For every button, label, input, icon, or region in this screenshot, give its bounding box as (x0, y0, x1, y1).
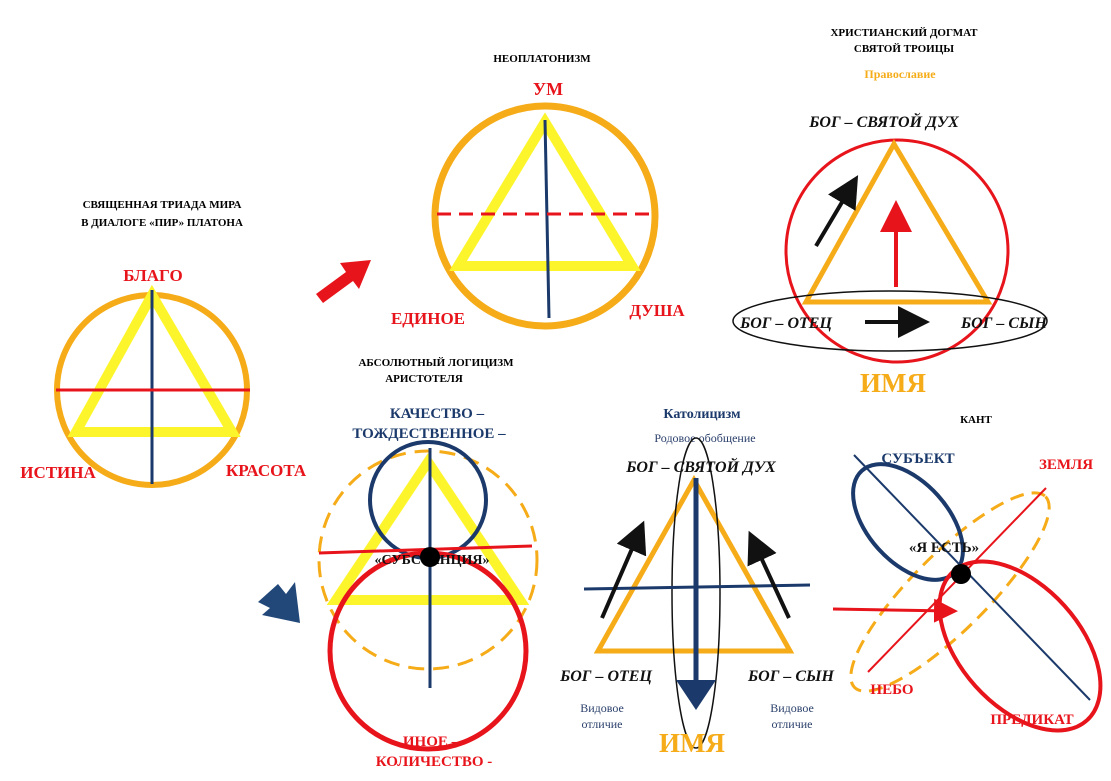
kant-center-dot (951, 564, 971, 584)
aristotle-title-line2: АРИСТОТЕЛЯ (385, 373, 463, 385)
catholic-right-specific-2: отличие (772, 717, 813, 731)
plato-label-beauty: КРАСОТА (226, 461, 307, 480)
catholic-label-father: БОГ – ОТЕЦ (559, 668, 652, 685)
aristotle-center-dot (420, 547, 440, 567)
plato-title-line1: СВЯЩЕННАЯ ТРИАДА МИРА (83, 199, 242, 211)
plato-label-good: БЛАГО (123, 266, 182, 285)
orthodox-black-diagonal-arrow (814, 175, 859, 248)
catholic-left-specific-2: отличие (582, 717, 623, 731)
plato-label-truth: ИСТИНА (20, 463, 96, 482)
aristotle-triangle (326, 452, 530, 605)
kant-label-predicate: ПРЕДИКАТ (990, 712, 1073, 728)
catholic-subtitle: Родовое обобщение (654, 431, 755, 445)
neoplatonism-circle (431, 102, 659, 330)
neoplatonism-label-soul: ДУША (629, 301, 685, 320)
aristotle-label-other: ИНОЕ – (403, 734, 460, 750)
catholic-right-arrow (747, 530, 791, 619)
kant-label-i-am: «Я ЕСТЬ» (909, 540, 979, 556)
plato-diagram: СВЯЩЕННАЯ ТРИАДА МИРА В ДИАЛОГЕ «ПИР» ПЛ… (20, 199, 307, 488)
catholic-label-name: ИМЯ (659, 728, 725, 758)
aristotle-red-circle (327, 550, 529, 752)
orthodox-label-son: БОГ – СЫН (960, 315, 1048, 332)
orthodox-label-holy-spirit: БОГ – СВЯТОЙ ДУХ (808, 112, 959, 131)
orthodox-triangle (801, 138, 993, 305)
aristotle-label-quantity: КОЛИЧЕСТВО - (376, 754, 493, 770)
neoplatonism-label-one: ЕДИНОЕ (391, 309, 465, 328)
orthodox-circle (784, 138, 1010, 364)
neoplatonism-label-mind: УМ (533, 79, 563, 99)
kant-red-arrow (832, 598, 958, 623)
plato-triangle (67, 284, 241, 437)
catholic-left-arrow (600, 520, 647, 619)
catholic-title: Католицизм (663, 407, 741, 422)
neoplatonism-triangle (449, 112, 641, 271)
blue-arrow-icon (258, 582, 300, 623)
orthodox-label-name: ИМЯ (860, 368, 926, 398)
aristotle-diagram: АБСОЛЮТНЫЙ ЛОГИЦИЗМ АРИСТОТЕЛЯ КАЧЕСТВО … (317, 357, 539, 770)
red-arrow-icon (316, 260, 371, 303)
plato-title-line2: В ДИАЛОГЕ «ПИР» ПЛАТОНА (81, 217, 243, 229)
catholic-right-specific-1: Видовое (770, 701, 814, 715)
orthodox-ellipse (732, 290, 1048, 352)
kant-label-sky: НЕБО (870, 682, 913, 698)
aristotle-label-quality: КАЧЕСТВО – (390, 406, 485, 422)
orthodox-label-father: БОГ – ОТЕЦ (739, 315, 832, 332)
catholic-label-son: БОГ – СЫН (747, 668, 835, 685)
kant-subject-predicate-axis (853, 454, 1091, 701)
aristotle-title-line1: АБСОЛЮТНЫЙ ЛОГИЦИЗМ (358, 357, 514, 369)
kant-title: КАНТ (960, 414, 992, 426)
kant-diagram: КАНТ СУБЪЕКТ ЗЕМЛЯ «Я ЕСТЬ» НЕБО ПРЕДИКА… (832, 414, 1103, 733)
catholic-diagram: Католицизм Родовое обобщение БОГ – СВЯТО… (559, 407, 834, 758)
orthodox-title-line1: ХРИСТИАНСКИЙ ДОГМАТ (830, 27, 978, 39)
catholic-ellipse (671, 437, 721, 749)
neoplatonism-vertical-axis (543, 119, 551, 319)
aristotle-dashed-circle (317, 449, 539, 671)
aristotle-label-identical: ТОЖДЕСТВЕННОЕ – (352, 426, 506, 442)
catholic-label-holy-spirit: БОГ – СВЯТОЙ ДУХ (625, 457, 776, 476)
orthodox-title-line2: СВЯТОЙ ТРОИЦЫ (854, 43, 954, 55)
kant-dashed-ellipse (849, 491, 1051, 693)
orthodox-subtitle: Православие (864, 67, 936, 81)
catholic-left-specific-1: Видовое (580, 701, 624, 715)
orthodox-diagram: ХРИСТИАНСКИЙ ДОГМАТ СВЯТОЙ ТРОИЦЫ Правос… (732, 27, 1048, 398)
kant-label-earth: ЗЕМЛЯ (1039, 457, 1093, 473)
kant-label-subject: СУБЪЕКТ (881, 451, 954, 467)
neoplatonism-title: НЕОПЛАТОНИЗМ (493, 53, 591, 65)
neoplatonism-diagram: НЕОПЛАТОНИЗМ УМ ЕДИНОЕ ДУША (391, 53, 685, 330)
